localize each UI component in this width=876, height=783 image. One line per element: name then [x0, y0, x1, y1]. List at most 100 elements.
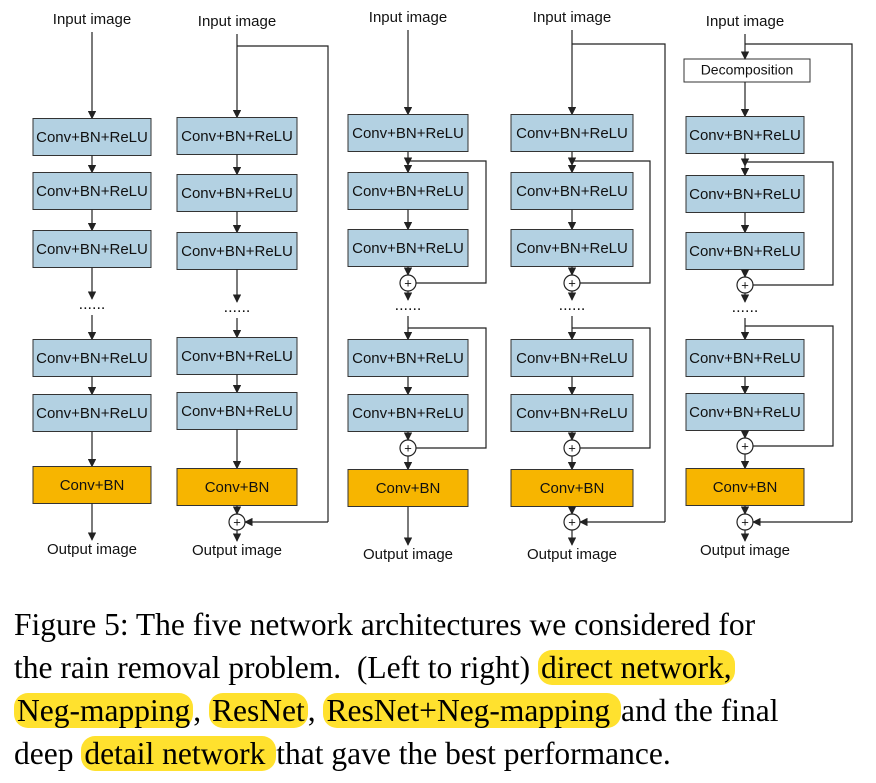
conv-bn-relu-block-label: Conv+BN+ReLU: [516, 240, 628, 257]
caption-text: the rain removal problem. (Left to right…: [14, 650, 538, 685]
conv-bn-relu-block-label: Conv+BN+ReLU: [352, 240, 464, 257]
sum-node-label: +: [233, 514, 241, 529]
conv-bn-relu-block-label: Conv+BN+ReLU: [36, 183, 148, 200]
connector-line: [745, 325, 834, 447]
conv-bn-relu-block: [347, 172, 469, 210]
conv-bn-relu-block-label: Conv+BN+ReLU: [689, 186, 801, 203]
conv-bn-relu-block-label: Conv+BN+ReLU: [352, 405, 464, 422]
conv-bn-relu-block: [347, 114, 469, 152]
conv-bn-relu-block: [510, 339, 634, 377]
output-image-label: Output image: [192, 542, 282, 559]
connector-line: [572, 43, 666, 522]
conv-bn-relu-block: [510, 114, 634, 152]
conv-bn-relu-block-label: Conv+BN+ReLU: [36, 241, 148, 258]
conv-bn-block-label: Conv+BN: [540, 480, 605, 497]
conv-bn-relu-block-label: Conv+BN+ReLU: [352, 125, 464, 142]
sum-node-label: +: [568, 514, 576, 529]
input-image-label: Input image: [369, 9, 447, 26]
conv-bn-relu-block: [32, 339, 152, 377]
conv-bn-relu-block: [685, 339, 805, 377]
conv-bn-relu-block: [176, 117, 298, 155]
connector-line: [745, 43, 853, 522]
conv-bn-relu-block-label: Conv+BN+ReLU: [689, 350, 801, 367]
conv-bn-relu-block-label: Conv+BN+ReLU: [181, 128, 293, 145]
output-image-label: Output image: [363, 546, 453, 563]
caption-line-1: Figure 5: The five network architectures…: [14, 603, 866, 646]
conv-bn-relu-block-label: Conv+BN+ReLU: [516, 125, 628, 142]
sum-node-label: +: [741, 438, 749, 453]
highlight-neg-mapping: Neg-mapping: [14, 693, 194, 728]
caption-text: and the final: [621, 693, 779, 728]
conv-bn-relu-block: [176, 174, 298, 212]
conv-bn-block: [32, 466, 152, 504]
conv-bn-relu-block-label: Conv+BN+ReLU: [689, 127, 801, 144]
conv-bn-relu-block-label: Conv+BN+ReLU: [181, 403, 293, 420]
highlight-detail-network: detail network: [81, 736, 277, 771]
conv-bn-relu-block-label: Conv+BN+ReLU: [516, 350, 628, 367]
highlight-resnet-neg-mapping: ResNet+Neg-mapping: [323, 693, 622, 728]
input-image-label: Input image: [706, 13, 784, 30]
conv-bn-block: [347, 469, 469, 507]
sum-node-label: +: [404, 275, 412, 290]
ellipsis: ......: [224, 299, 251, 316]
ellipsis: ......: [395, 297, 422, 314]
conv-bn-relu-block: [32, 172, 152, 210]
conv-bn-relu-block: [510, 394, 634, 432]
caption-line-3: Neg-mapping, ResNet, ResNet+Neg-mapping …: [14, 689, 866, 732]
caption-text: ,: [307, 693, 324, 728]
conv-bn-relu-block: [510, 229, 634, 267]
conv-bn-relu-block-label: Conv+BN+ReLU: [516, 183, 628, 200]
conv-bn-relu-block-label: Conv+BN+ReLU: [516, 405, 628, 422]
connector-line: [237, 45, 329, 522]
highlight-direct-network: direct network,: [537, 650, 735, 685]
conv-bn-relu-block: [685, 116, 805, 154]
conv-bn-relu-block-label: Conv+BN+ReLU: [352, 350, 464, 367]
sum-node-label: +: [568, 440, 576, 455]
sum-node-label: +: [741, 514, 749, 529]
conv-bn-relu-block: [176, 337, 298, 375]
sum-node-label: +: [568, 275, 576, 290]
conv-bn-relu-block-label: Conv+BN+ReLU: [181, 185, 293, 202]
input-image-label: Input image: [533, 9, 611, 26]
sum-node-label: +: [741, 277, 749, 292]
connector-line: [572, 327, 651, 449]
conv-bn-relu-block: [347, 339, 469, 377]
conv-bn-relu-block-label: Conv+BN+ReLU: [181, 348, 293, 365]
conv-bn-relu-block-label: Conv+BN+ReLU: [352, 183, 464, 200]
ellipsis: ......: [559, 297, 586, 314]
conv-bn-block-label: Conv+BN: [713, 479, 778, 496]
conv-bn-relu-block: [176, 392, 298, 430]
conv-bn-block: [510, 469, 634, 507]
connector-line: [572, 160, 651, 284]
caption-text: Figure 5: The five network architectures…: [14, 607, 756, 642]
conv-bn-relu-block-label: Conv+BN+ReLU: [36, 350, 148, 367]
input-image-label: Input image: [198, 13, 276, 30]
conv-bn-block-label: Conv+BN: [205, 479, 270, 496]
ellipsis: ......: [79, 296, 106, 313]
figure-caption: Figure 5: The five network architectures…: [14, 603, 866, 775]
conv-bn-relu-block: [32, 394, 152, 432]
connector-line: [745, 161, 834, 286]
conv-bn-relu-block: [510, 172, 634, 210]
conv-bn-block: [685, 468, 805, 506]
highlight-resnet: ResNet: [208, 693, 308, 728]
output-image-label: Output image: [47, 541, 137, 558]
conv-bn-relu-block: [176, 232, 298, 270]
conv-bn-relu-block: [347, 394, 469, 432]
conv-bn-relu-block: [685, 175, 805, 213]
conv-bn-relu-block: [347, 229, 469, 267]
connector-line: [408, 327, 487, 449]
conv-bn-relu-block-label: Conv+BN+ReLU: [36, 405, 148, 422]
ellipsis: ......: [732, 299, 759, 316]
caption-text: deep: [14, 736, 82, 771]
input-image-label: Input image: [53, 11, 131, 28]
decomposition-label: Decomposition: [701, 62, 794, 78]
conv-bn-block: [176, 468, 298, 506]
conv-bn-relu-block-label: Conv+BN+ReLU: [689, 404, 801, 421]
conv-bn-block-label: Conv+BN: [60, 477, 125, 494]
connector-line: [408, 160, 487, 284]
sum-node-label: +: [404, 440, 412, 455]
conv-bn-relu-block: [32, 230, 152, 268]
caption-line-2: the rain removal problem. (Left to right…: [14, 646, 866, 689]
